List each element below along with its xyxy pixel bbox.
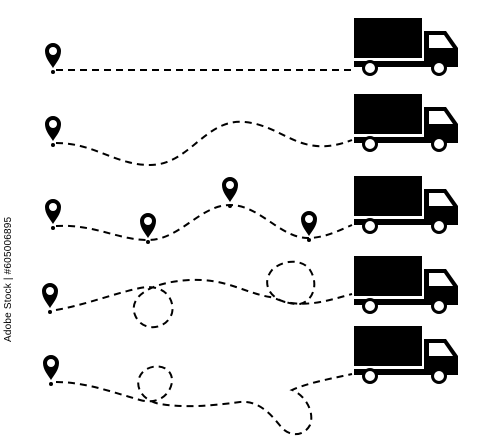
dashed-route-line: [55, 203, 353, 242]
delivery-truck-icon: [354, 326, 458, 384]
dashed-route-line: [55, 120, 353, 167]
route-row-3: [45, 176, 458, 244]
route-row-2: [45, 94, 458, 167]
delivery-truck-icon: [354, 94, 458, 152]
delivery-truck-icon: [354, 18, 458, 76]
location-pin-icon: [222, 177, 238, 208]
stock-watermark-text: Adobe Stock | #605006895: [3, 216, 14, 342]
dashed-route-line: [55, 365, 353, 436]
delivery-truck-icon: [354, 256, 458, 314]
delivery-truck-icon: [354, 176, 458, 234]
dashed-route-line: [55, 260, 353, 329]
location-pin-icon: [42, 283, 58, 314]
route-row-4: [42, 256, 458, 329]
route-row-1: [45, 18, 458, 76]
route-row-5: [43, 326, 458, 436]
